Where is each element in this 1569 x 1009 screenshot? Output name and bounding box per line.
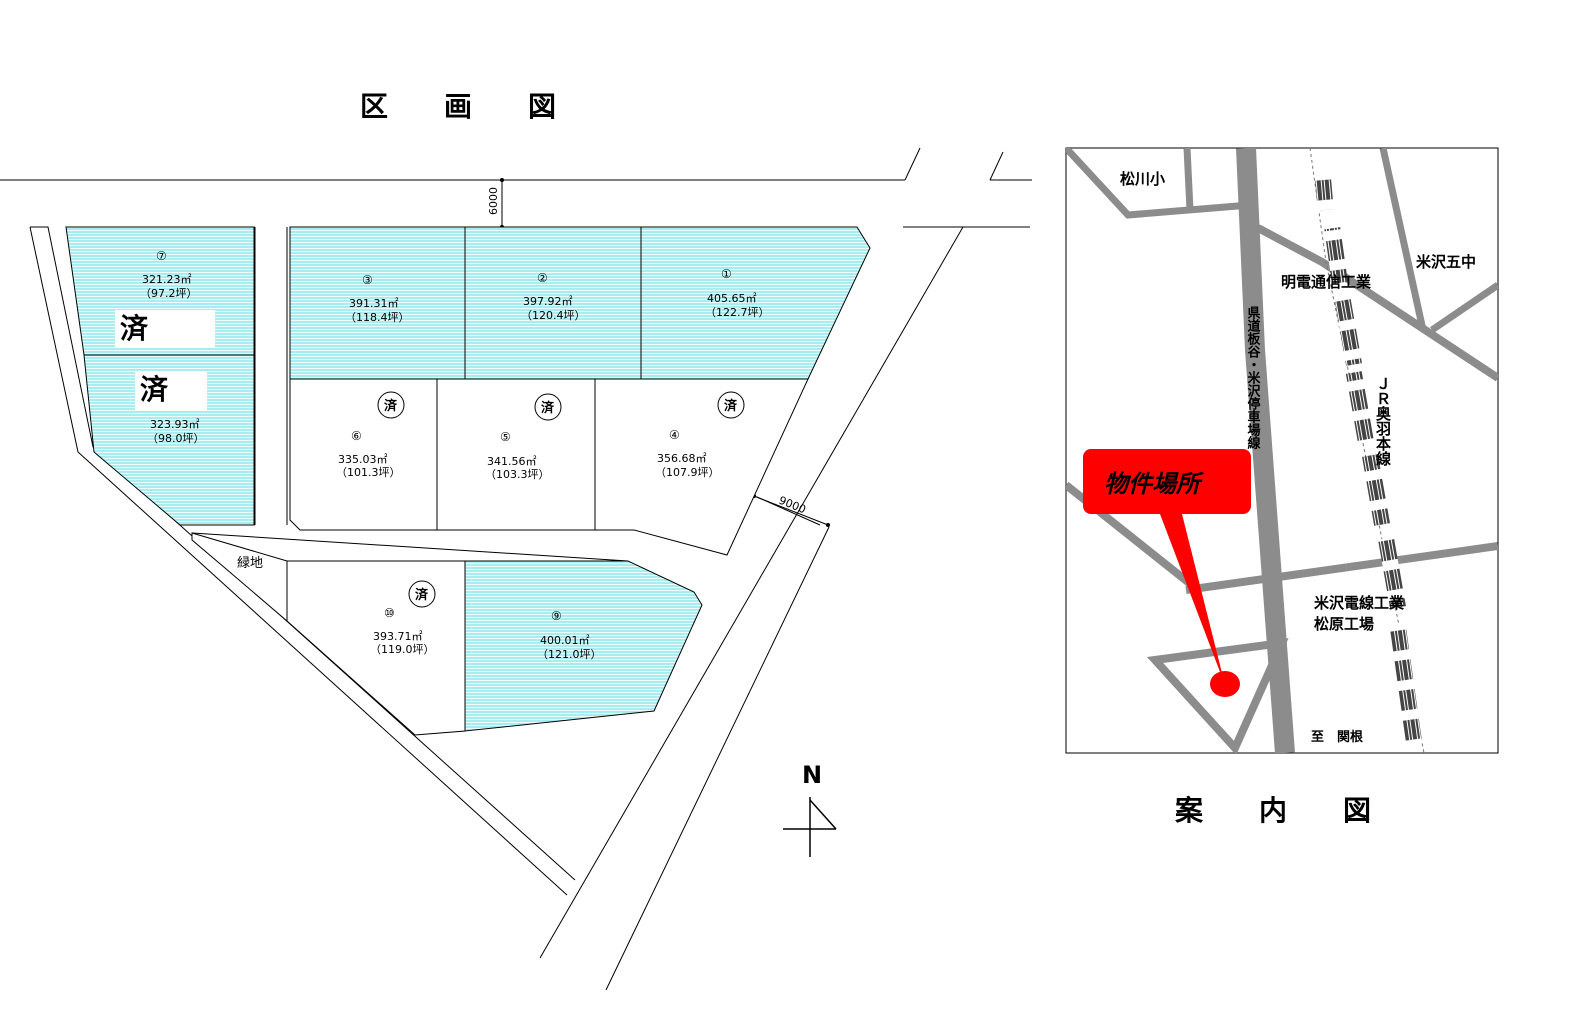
lot-number: ⑥ — [351, 429, 362, 443]
north-arrow: N — [783, 761, 837, 857]
lot-tsubo: （107.9坪） — [655, 466, 720, 479]
lot-area: 400.01㎡ — [540, 634, 590, 647]
rail-line-label: ＪＲ奥羽本線 — [1374, 376, 1392, 467]
lot-number: ⑨ — [551, 609, 562, 623]
lot-label-1: ① 405.65㎡ （122.7坪） — [705, 267, 770, 319]
lot-tsubo: （122.7坪） — [705, 306, 770, 319]
lots — [65, 226, 871, 736]
lot-tsubo: （119.0坪） — [370, 643, 435, 656]
school-yonezawa-5: 米沢五中 — [1416, 253, 1476, 271]
lot-area: 341.56㎡ — [487, 455, 537, 468]
lot-6[interactable] — [289, 378, 438, 531]
factory-line2: 松原工場 — [1314, 615, 1374, 633]
dimension-6000: 6000 — [487, 178, 504, 229]
lot-label-4: 済 ④ 356.68㎡ （107.9坪） — [655, 391, 745, 479]
lot-label-3: ③ 391.31㎡ （118.4坪） — [345, 273, 410, 324]
sold-mark: 済 — [384, 398, 398, 414]
lot-tsubo: （98.0坪） — [147, 432, 205, 445]
lot-area: 393.71㎡ — [373, 630, 423, 643]
property-callout[interactable] — [1083, 449, 1251, 514]
lot-number: ② — [537, 271, 548, 285]
prefectural-road-label: 県道板谷・米沢停車場線 — [1245, 306, 1261, 450]
lot-label-10: 済 ⑩ 393.71㎡ （119.0坪） — [370, 580, 436, 656]
lot-area: 321.23㎡ — [142, 273, 192, 286]
lot-tsubo: （118.4坪） — [345, 311, 410, 324]
lot-number: ⑦ — [156, 249, 167, 263]
lot-area: 391.31㎡ — [349, 297, 399, 310]
green-area-label: 緑地 — [237, 556, 263, 571]
sold-label-big-2: 済 — [135, 371, 207, 411]
lot-number: ⑩ — [384, 606, 395, 620]
lot-tsubo: （103.3坪） — [485, 468, 550, 481]
lot-8[interactable] — [83, 354, 255, 526]
lot-number: ⑤ — [500, 430, 511, 444]
dimension-9000: 9000 — [752, 494, 830, 527]
lot-tsubo: （97.2坪） — [140, 287, 198, 300]
sold-label-big-1: 済 — [115, 310, 215, 348]
railway-track — [1314, 174, 1423, 746]
lot-area: 356.68㎡ — [657, 452, 707, 465]
company-meiden: 明電通信工業 — [1281, 273, 1372, 291]
lot-area: 397.92㎡ — [523, 295, 573, 308]
lot-4[interactable] — [594, 378, 809, 556]
lot-number: ④ — [669, 428, 680, 442]
to-sekine: 至 関根 — [1311, 729, 1364, 745]
lot-label-9: ⑨ 400.01㎡ （121.0坪） — [537, 609, 602, 661]
lot-label-8: 323.93㎡ （98.0坪） — [147, 418, 205, 445]
green-area — [191, 532, 288, 623]
lot-area: 323.93㎡ — [150, 418, 200, 431]
sold-mark: 済 — [541, 400, 555, 416]
guide-map: 松川小 米沢五中 明電通信工業 米沢電線工業 松原工場 至 関根 県道板谷・米沢… — [1065, 147, 1499, 754]
lot-number: ① — [721, 267, 732, 281]
school-matsukawa: 松川小 — [1120, 170, 1165, 188]
property-marker[interactable] — [1210, 671, 1240, 697]
lot-label-6: 済 ⑥ 335.03㎡ （101.3坪） — [336, 391, 405, 479]
dimension-6000-label: 6000 — [487, 187, 500, 215]
lot-label-2: ② 397.92㎡ （120.4坪） — [521, 271, 586, 322]
lot-tsubo: （121.0坪） — [537, 648, 602, 661]
lot-label-5: 済 ⑤ 341.56㎡ （103.3坪） — [485, 393, 562, 481]
lot-tsubo: （101.3坪） — [336, 466, 401, 479]
property-label: 物件場所 — [1104, 470, 1204, 498]
lot-area: 405.65㎡ — [707, 292, 757, 305]
plot-map-title: 区 画 図 — [360, 90, 556, 123]
sold-mark: 済 — [140, 373, 169, 406]
guide-map-title: 案 内 図 — [1175, 794, 1371, 827]
sold-mark: 済 — [120, 312, 149, 345]
factory-line1: 米沢電線工業 — [1314, 594, 1405, 612]
north-label: N — [802, 761, 822, 789]
sold-mark: 済 — [415, 587, 429, 603]
lot-tsubo: （120.4坪） — [521, 309, 586, 322]
sold-mark: 済 — [724, 398, 738, 414]
lot-area: 335.03㎡ — [338, 453, 388, 466]
lot-1[interactable] — [640, 226, 871, 380]
lot-label-7: ⑦ 321.23㎡ （97.2坪） — [140, 249, 198, 300]
lot-number: ③ — [362, 273, 373, 287]
